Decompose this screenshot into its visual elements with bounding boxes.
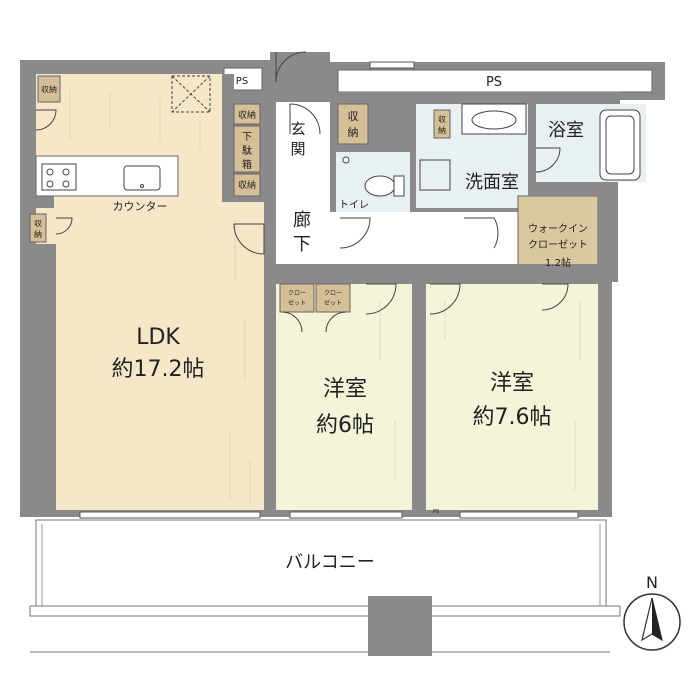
storage-entrance-upper xyxy=(233,103,261,125)
entrance-label-2: 関 xyxy=(290,140,305,158)
toilet-bowl-icon xyxy=(364,175,396,197)
ldk-size: 約17.2帖 xyxy=(112,357,205,382)
closet-left-label-2: ゼット xyxy=(288,299,306,307)
balcony-label: バルコニー xyxy=(285,552,375,573)
storage-entrance-bottom xyxy=(233,173,261,197)
shoe-box-label-2: 駄 xyxy=(242,144,252,157)
closet-right-label-2: ゼット xyxy=(324,299,342,307)
storage-entrance-top-label-1: 収 xyxy=(348,110,359,123)
storage-ldk-side-label-1: 収 xyxy=(34,218,42,228)
windows xyxy=(79,61,579,519)
bath-label: 浴室 xyxy=(548,120,584,141)
door-swings xyxy=(35,51,569,333)
counter-label: カウンター xyxy=(113,200,168,213)
window-western1 xyxy=(289,511,403,519)
western2-size: 約7.6帖 xyxy=(473,405,552,430)
storage-ldk-top xyxy=(37,75,61,103)
storage-entrance-top xyxy=(337,103,369,145)
interior-walls xyxy=(222,74,620,517)
ps-balcony-label: PS xyxy=(433,509,439,515)
storage-ldk-side xyxy=(29,213,47,243)
walkin-label-3: 1.2帖 xyxy=(545,256,571,269)
balcony xyxy=(29,519,621,656)
bathtub-icon xyxy=(599,109,641,181)
labels: LDK 約17.2帖 洋室 約6帖 洋室 約7.6帖 浴室 洗面室 トイレ 玄 … xyxy=(34,75,588,573)
western2-name: 洋室 xyxy=(490,371,534,396)
walkin-label-2: クローゼット xyxy=(528,239,588,251)
entrance-label-1: 玄 xyxy=(290,120,305,138)
ps-small-label: PS xyxy=(236,76,248,87)
storage-entrance-upper-label: 収納 xyxy=(238,109,256,121)
storage-units xyxy=(29,75,451,313)
balcony-floor xyxy=(35,519,607,607)
storage-ldk-top-label: 収納 xyxy=(41,84,57,94)
bath-fixtures xyxy=(342,103,641,197)
storage-ldk-side-label-2: 納 xyxy=(34,229,42,239)
window-western2 xyxy=(459,511,579,519)
closet-right xyxy=(315,283,351,313)
entrance-floor xyxy=(276,102,330,172)
compass: N xyxy=(623,573,681,651)
storage-entrance-bottom-label: 収納 xyxy=(238,179,256,191)
storage-washroom xyxy=(433,109,451,139)
balcony-railing xyxy=(29,605,621,617)
washroom-label: 洗面室 xyxy=(465,172,519,193)
ps-right-label: PS xyxy=(486,75,502,90)
balcony-column xyxy=(368,596,432,656)
western2-floor xyxy=(426,284,598,510)
closet-right-label-1: クロー xyxy=(324,290,342,297)
window-ldk xyxy=(79,511,261,519)
walkin-label-1: ウォークイン xyxy=(528,223,588,235)
shoe-box-block xyxy=(233,125,261,173)
ldk-name: LDK xyxy=(136,325,180,350)
toilet-label: トイレ xyxy=(339,200,369,211)
storage-washroom-label-2: 納 xyxy=(438,125,446,135)
window-top xyxy=(369,61,415,69)
closet-left xyxy=(279,283,315,313)
shoe-box-label-3: 箱 xyxy=(242,158,252,171)
closet-left-label-1: クロー xyxy=(288,290,306,297)
storage-entrance-top-label-2: 納 xyxy=(348,126,359,139)
corridor-label-1: 廊 xyxy=(293,210,311,231)
kitchen-fixtures xyxy=(41,75,211,191)
storage-washroom-label-1: 収 xyxy=(438,114,446,124)
stove-icon xyxy=(41,163,77,191)
western1-size: 約6帖 xyxy=(316,413,374,438)
western1-name: 洋室 xyxy=(323,377,367,402)
sink-icon xyxy=(123,165,161,191)
shoe-box-label-1: 下 xyxy=(242,132,252,143)
ventilation-icon xyxy=(171,75,211,113)
compass-north-label: N xyxy=(646,573,658,592)
washer-icon xyxy=(419,159,451,191)
corridor-label-2: 下 xyxy=(293,234,311,255)
